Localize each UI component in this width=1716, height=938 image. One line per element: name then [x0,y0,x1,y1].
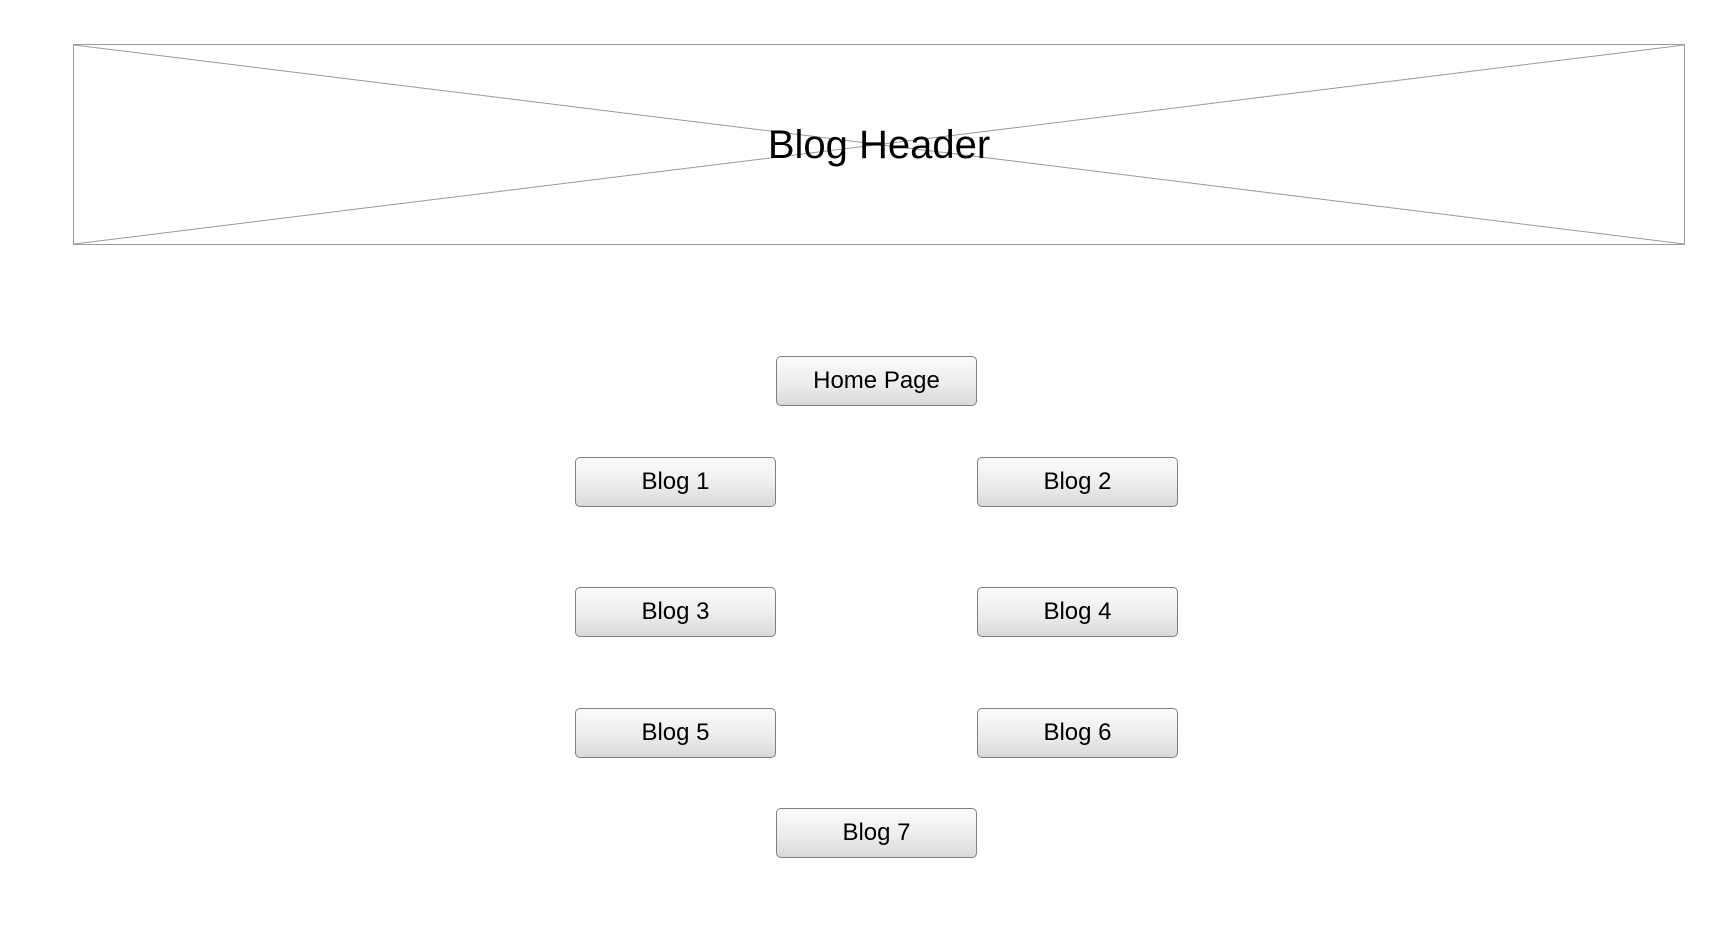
image-placeholder-cross-icon [74,45,1684,244]
blog-1-button[interactable]: Blog 1 [575,457,776,507]
blog-7-button[interactable]: Blog 7 [776,808,977,858]
blog-3-button[interactable]: Blog 3 [575,587,776,637]
blog-header-image-placeholder: Blog Header [73,44,1685,245]
home-page-button[interactable]: Home Page [776,356,977,406]
blog-6-button[interactable]: Blog 6 [977,708,1178,758]
blog-2-button[interactable]: Blog 2 [977,457,1178,507]
blog-5-button[interactable]: Blog 5 [575,708,776,758]
blog-header-title: Blog Header [767,122,991,167]
blog-4-button[interactable]: Blog 4 [977,587,1178,637]
